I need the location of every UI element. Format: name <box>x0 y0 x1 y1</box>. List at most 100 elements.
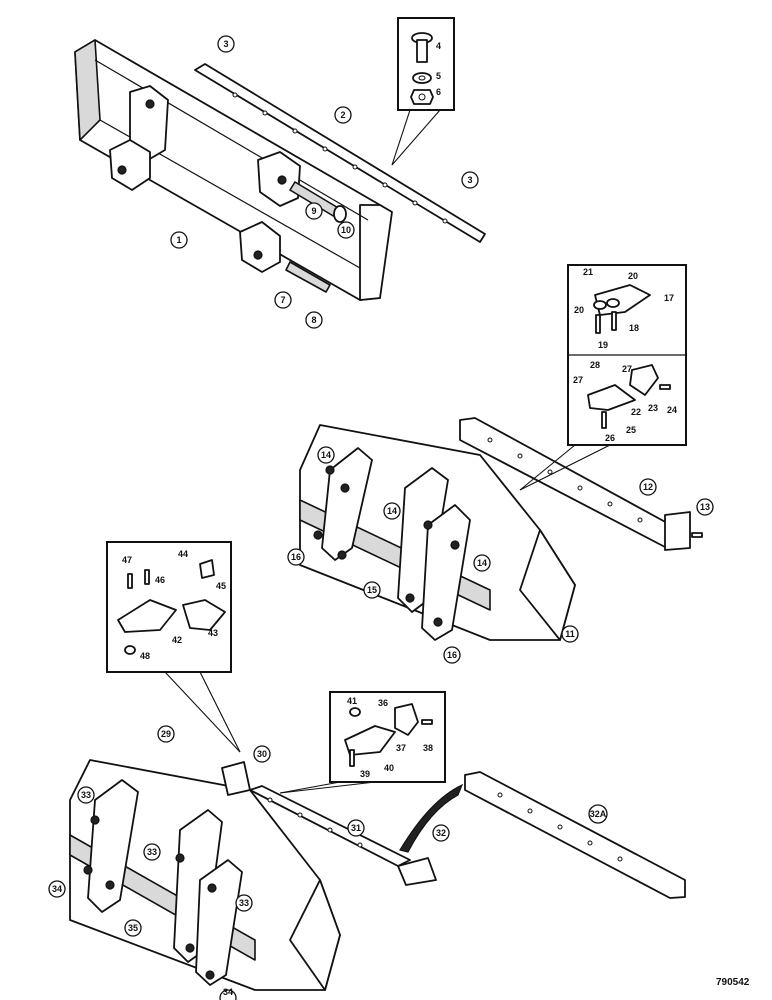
svg-text:33: 33 <box>147 847 157 857</box>
label-39: 39 <box>360 769 370 779</box>
callout-32a: 32A <box>588 804 608 824</box>
label-22: 22 <box>631 407 641 417</box>
label-44: 44 <box>178 549 188 559</box>
svg-text:32A: 32A <box>590 809 607 819</box>
label-42: 42 <box>172 635 182 645</box>
label-20-a: 20 <box>628 271 638 281</box>
svg-text:3: 3 <box>223 39 228 49</box>
label-25: 25 <box>626 425 636 435</box>
label-26: 26 <box>605 433 615 443</box>
svg-text:11: 11 <box>565 629 575 639</box>
svg-text:8: 8 <box>311 315 316 325</box>
svg-text:7: 7 <box>280 295 285 305</box>
tooth-detail-box-lower <box>279 691 446 794</box>
cutting-edge <box>194 63 486 243</box>
callout-16-b: 16 <box>443 646 461 664</box>
callout-7: 7 <box>274 291 292 309</box>
callout-13: 13 <box>696 498 714 516</box>
bolt-detail-box <box>391 17 455 166</box>
callout-14-c: 14 <box>473 554 491 572</box>
svg-text:34: 34 <box>52 884 62 894</box>
svg-text:30: 30 <box>257 749 267 759</box>
callout-10: 10 <box>337 221 355 239</box>
bucket-bottom <box>69 759 341 991</box>
svg-text:35: 35 <box>128 923 138 933</box>
callout-32: 32 <box>432 824 450 842</box>
edge-12-bolt-holes <box>487 437 643 523</box>
edge-32a-bolt-holes <box>497 792 623 862</box>
label-45: 45 <box>216 581 226 591</box>
callout-33-a: 33 <box>77 786 95 804</box>
label-37: 37 <box>396 743 406 753</box>
callout-8: 8 <box>305 311 323 329</box>
svg-text:12: 12 <box>643 482 653 492</box>
svg-text:15: 15 <box>367 585 377 595</box>
svg-text:3: 3 <box>467 175 472 185</box>
label-20-b: 20 <box>574 305 584 315</box>
svg-text:2: 2 <box>340 110 345 120</box>
svg-text:14: 14 <box>321 450 331 460</box>
label-4: 4 <box>436 41 441 51</box>
label-24: 24 <box>667 405 677 415</box>
tooth-detail-box-left <box>106 541 241 753</box>
svg-text:34: 34 <box>223 987 233 997</box>
callout-16-a: 16 <box>287 548 305 566</box>
callout-14-b: 14 <box>383 502 401 520</box>
callout-33-b: 33 <box>143 843 161 861</box>
callout-2: 2 <box>334 106 352 124</box>
svg-text:29: 29 <box>161 729 171 739</box>
label-43: 43 <box>208 628 218 638</box>
svg-text:16: 16 <box>291 552 301 562</box>
svg-text:31: 31 <box>351 823 361 833</box>
label-28: 28 <box>590 360 600 370</box>
label-46: 46 <box>155 575 165 585</box>
svg-text:33: 33 <box>81 790 91 800</box>
tooth-detail-box-upper <box>519 264 687 491</box>
callout-3-right: 3 <box>461 171 479 189</box>
callout-33-c: 33 <box>235 894 253 912</box>
callout-30: 30 <box>253 745 271 763</box>
detail-labels: 4 5 6 21 20 20 17 18 19 28 27 27 22 23 2… <box>122 41 677 779</box>
label-47: 47 <box>122 555 132 565</box>
callout-29: 29 <box>157 725 175 743</box>
label-27-b: 27 <box>573 375 583 385</box>
edge-31-bolt-holes <box>267 797 363 848</box>
label-23: 23 <box>648 403 658 413</box>
callout-11: 11 <box>561 625 579 643</box>
callout-34-b: 34 <box>219 987 237 1000</box>
drawing-number: 790542 <box>716 977 750 988</box>
svg-text:14: 14 <box>477 558 487 568</box>
bottom-cutting-edge <box>221 761 437 886</box>
callout-9: 9 <box>305 202 323 220</box>
callout-12: 12 <box>639 478 657 496</box>
label-5: 5 <box>436 71 441 81</box>
callout-3-left: 3 <box>217 35 235 53</box>
label-38: 38 <box>423 743 433 753</box>
svg-text:33: 33 <box>239 898 249 908</box>
svg-text:10: 10 <box>341 225 351 235</box>
svg-text:14: 14 <box>387 506 397 516</box>
svg-text:16: 16 <box>447 650 457 660</box>
label-27-a: 27 <box>622 364 632 374</box>
svg-text:13: 13 <box>700 502 710 512</box>
label-21: 21 <box>583 267 593 277</box>
callout-1: 1 <box>170 231 188 249</box>
label-48: 48 <box>140 651 150 661</box>
label-19: 19 <box>598 340 608 350</box>
callout-34-a: 34 <box>48 880 66 898</box>
callout-35: 35 <box>124 919 142 937</box>
edge-32a <box>399 771 686 899</box>
svg-text:9: 9 <box>311 206 316 216</box>
bucket-cutting-edge <box>459 417 703 551</box>
svg-text:1: 1 <box>176 235 181 245</box>
edge-bolt-holes <box>232 92 448 224</box>
callout-14-a: 14 <box>317 446 335 464</box>
svg-text:32: 32 <box>436 828 446 838</box>
callout-15: 15 <box>363 581 381 599</box>
label-41: 41 <box>347 696 357 706</box>
label-36: 36 <box>378 698 388 708</box>
label-18: 18 <box>629 323 639 333</box>
dozer-blade <box>74 39 393 301</box>
label-17: 17 <box>664 293 674 303</box>
